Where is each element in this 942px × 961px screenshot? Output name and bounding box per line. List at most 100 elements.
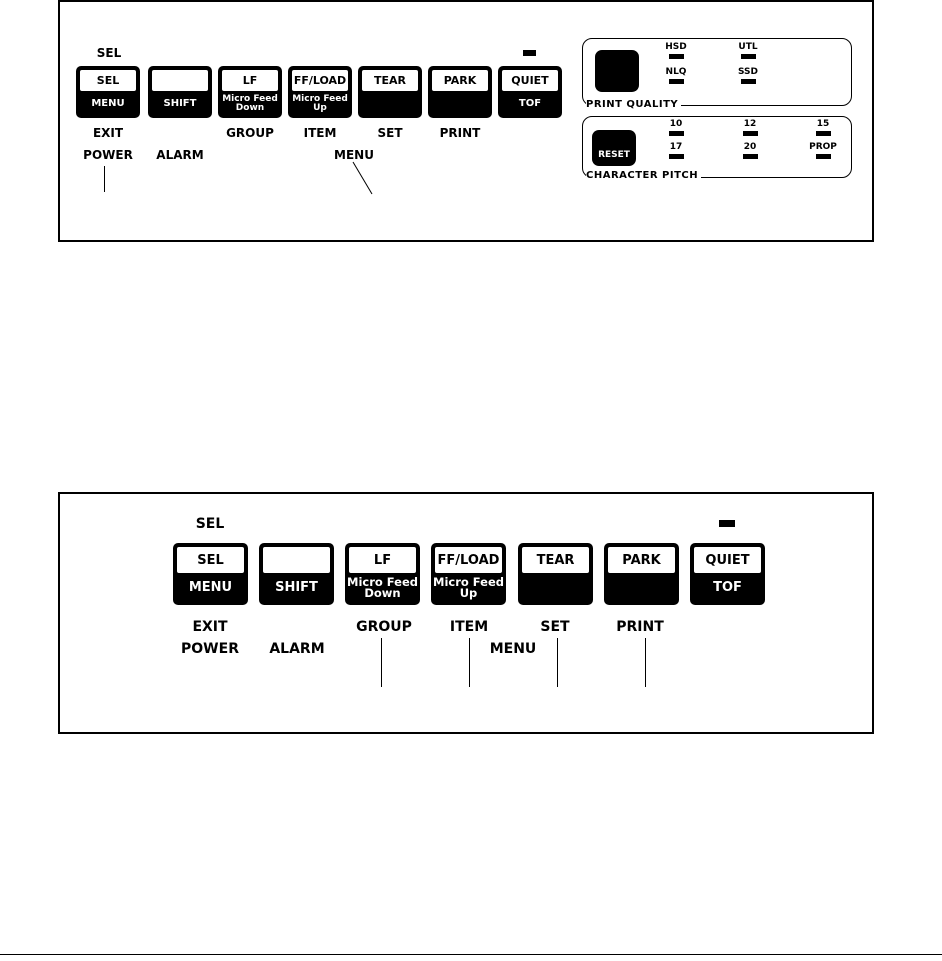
alarm-label: ALARM	[156, 148, 204, 162]
key-bottom-line2: Up	[313, 103, 327, 113]
park-key[interactable]: PARK	[428, 66, 492, 118]
key-top-label: QUIET	[694, 547, 761, 573]
sel-menu-key[interactable]: SEL MENU	[76, 66, 140, 118]
key-bottom-label	[358, 93, 422, 115]
group-label: GROUP	[226, 126, 274, 140]
print-quality-group	[582, 38, 852, 106]
sel-indicator-label: SEL	[96, 46, 122, 60]
key-bottom-line1: Micro Feed	[433, 575, 504, 590]
pitch-prop-label: PROP	[809, 142, 837, 152]
page-footer-rule	[0, 954, 942, 955]
key-bottom-line1: Micro Feed	[222, 94, 278, 105]
key-top-label: QUIET	[502, 70, 558, 91]
quiet-led	[523, 50, 536, 56]
group-leader-line	[381, 638, 382, 687]
pitch-15-label: 15	[816, 119, 830, 129]
pitch-prop-led	[816, 154, 831, 159]
exit-label: EXIT	[92, 126, 124, 140]
key-bottom-label: Micro Feed Down	[345, 575, 420, 601]
print-quality-button[interactable]	[595, 50, 639, 92]
pitch-20-led	[743, 154, 758, 159]
reset-label: RESET	[598, 150, 630, 160]
key-top-label: LF	[222, 70, 278, 91]
set-label: SET	[540, 619, 570, 635]
key-bottom-label: Micro Feed Up	[288, 93, 352, 115]
key-bottom-label: TOF	[713, 579, 742, 595]
key-bottom-label: SHIFT	[275, 579, 318, 595]
group-label: GROUP	[356, 619, 412, 635]
key-bottom-label	[428, 93, 492, 115]
key-top-label: SEL	[80, 70, 136, 91]
tear-key[interactable]: TEAR	[358, 66, 422, 118]
ssd-led	[741, 79, 756, 84]
hsd-label: HSD	[665, 42, 687, 52]
menu-leader-line	[352, 161, 373, 195]
utl-label: UTL	[738, 42, 758, 52]
key-top-label	[263, 547, 330, 573]
key-top-label: SEL	[177, 547, 244, 573]
print-label: PRINT	[439, 126, 481, 140]
pitch-12-label: 12	[743, 119, 757, 129]
item-label: ITEM	[303, 126, 337, 140]
pitch-17-label: 17	[669, 142, 683, 152]
menu-label: MENU	[489, 641, 537, 657]
key-top-label: TEAR	[362, 70, 418, 91]
character-pitch-title: CHARACTER PITCH	[586, 171, 702, 181]
key-bottom-label: TOF	[518, 98, 542, 110]
park-key[interactable]: PARK	[604, 543, 679, 605]
pitch-10-label: 10	[669, 119, 683, 129]
menu-label: MENU	[334, 148, 374, 162]
pitch-15-led	[816, 131, 831, 136]
item-label: ITEM	[449, 619, 489, 635]
reset-button[interactable]: RESET	[592, 130, 636, 166]
shift-key[interactable]: SHIFT	[148, 66, 212, 118]
key-top-label: PARK	[432, 70, 488, 91]
sel-menu-key[interactable]: SEL MENU	[173, 543, 248, 605]
quiet-led	[719, 520, 735, 527]
set-label: SET	[377, 126, 403, 140]
key-top-label: PARK	[608, 547, 675, 573]
shift-key[interactable]: SHIFT	[259, 543, 334, 605]
power-leader-line	[104, 166, 105, 192]
pitch-17-led	[669, 154, 684, 159]
tear-key[interactable]: TEAR	[518, 543, 593, 605]
ssd-label: SSD	[737, 67, 759, 77]
exit-label: EXIT	[192, 619, 228, 635]
key-bottom-label: Micro Feed Down	[218, 93, 282, 115]
sel-indicator-label: SEL	[195, 516, 225, 532]
power-label: POWER	[83, 148, 133, 162]
key-bottom-label	[518, 575, 593, 601]
key-top-label: FF/LOAD	[292, 70, 348, 91]
ff-load-micro-feed-up-key[interactable]: FF/LOAD Micro Feed Up	[288, 66, 352, 118]
quiet-tof-key[interactable]: QUIET TOF	[690, 543, 765, 605]
nlq-led	[669, 79, 684, 84]
control-panel-diagram-2	[58, 492, 874, 734]
key-bottom-line2: Up	[459, 586, 478, 600]
key-bottom-line2: Down	[235, 103, 265, 113]
print-label: PRINT	[616, 619, 664, 635]
item-leader-line	[469, 638, 470, 687]
lf-micro-feed-down-key[interactable]: LF Micro Feed Down	[218, 66, 282, 118]
pitch-20-label: 20	[743, 142, 757, 152]
ff-load-micro-feed-up-key[interactable]: FF/LOAD Micro Feed Up	[431, 543, 506, 605]
key-top-label: LF	[349, 547, 416, 573]
alarm-label: ALARM	[269, 641, 325, 657]
key-top-label	[152, 70, 208, 91]
key-bottom-line1: Micro Feed	[347, 575, 418, 590]
print-leader-line	[645, 638, 646, 687]
key-bottom-label: SHIFT	[163, 98, 197, 110]
print-quality-title: PRINT QUALITY	[586, 100, 682, 110]
key-top-label: TEAR	[522, 547, 589, 573]
control-panel-diagram-1	[58, 0, 874, 242]
pitch-12-led	[743, 131, 758, 136]
lf-micro-feed-down-key[interactable]: LF Micro Feed Down	[345, 543, 420, 605]
key-bottom-label	[604, 575, 679, 601]
key-bottom-line2: Down	[364, 586, 401, 600]
quiet-tof-key[interactable]: QUIET TOF	[498, 66, 562, 118]
set-leader-line	[557, 638, 558, 687]
power-label: POWER	[181, 641, 239, 657]
key-bottom-label: Micro Feed Up	[431, 575, 506, 601]
hsd-led	[669, 54, 684, 59]
key-bottom-label: MENU	[188, 579, 233, 595]
key-bottom-label: MENU	[91, 98, 125, 110]
